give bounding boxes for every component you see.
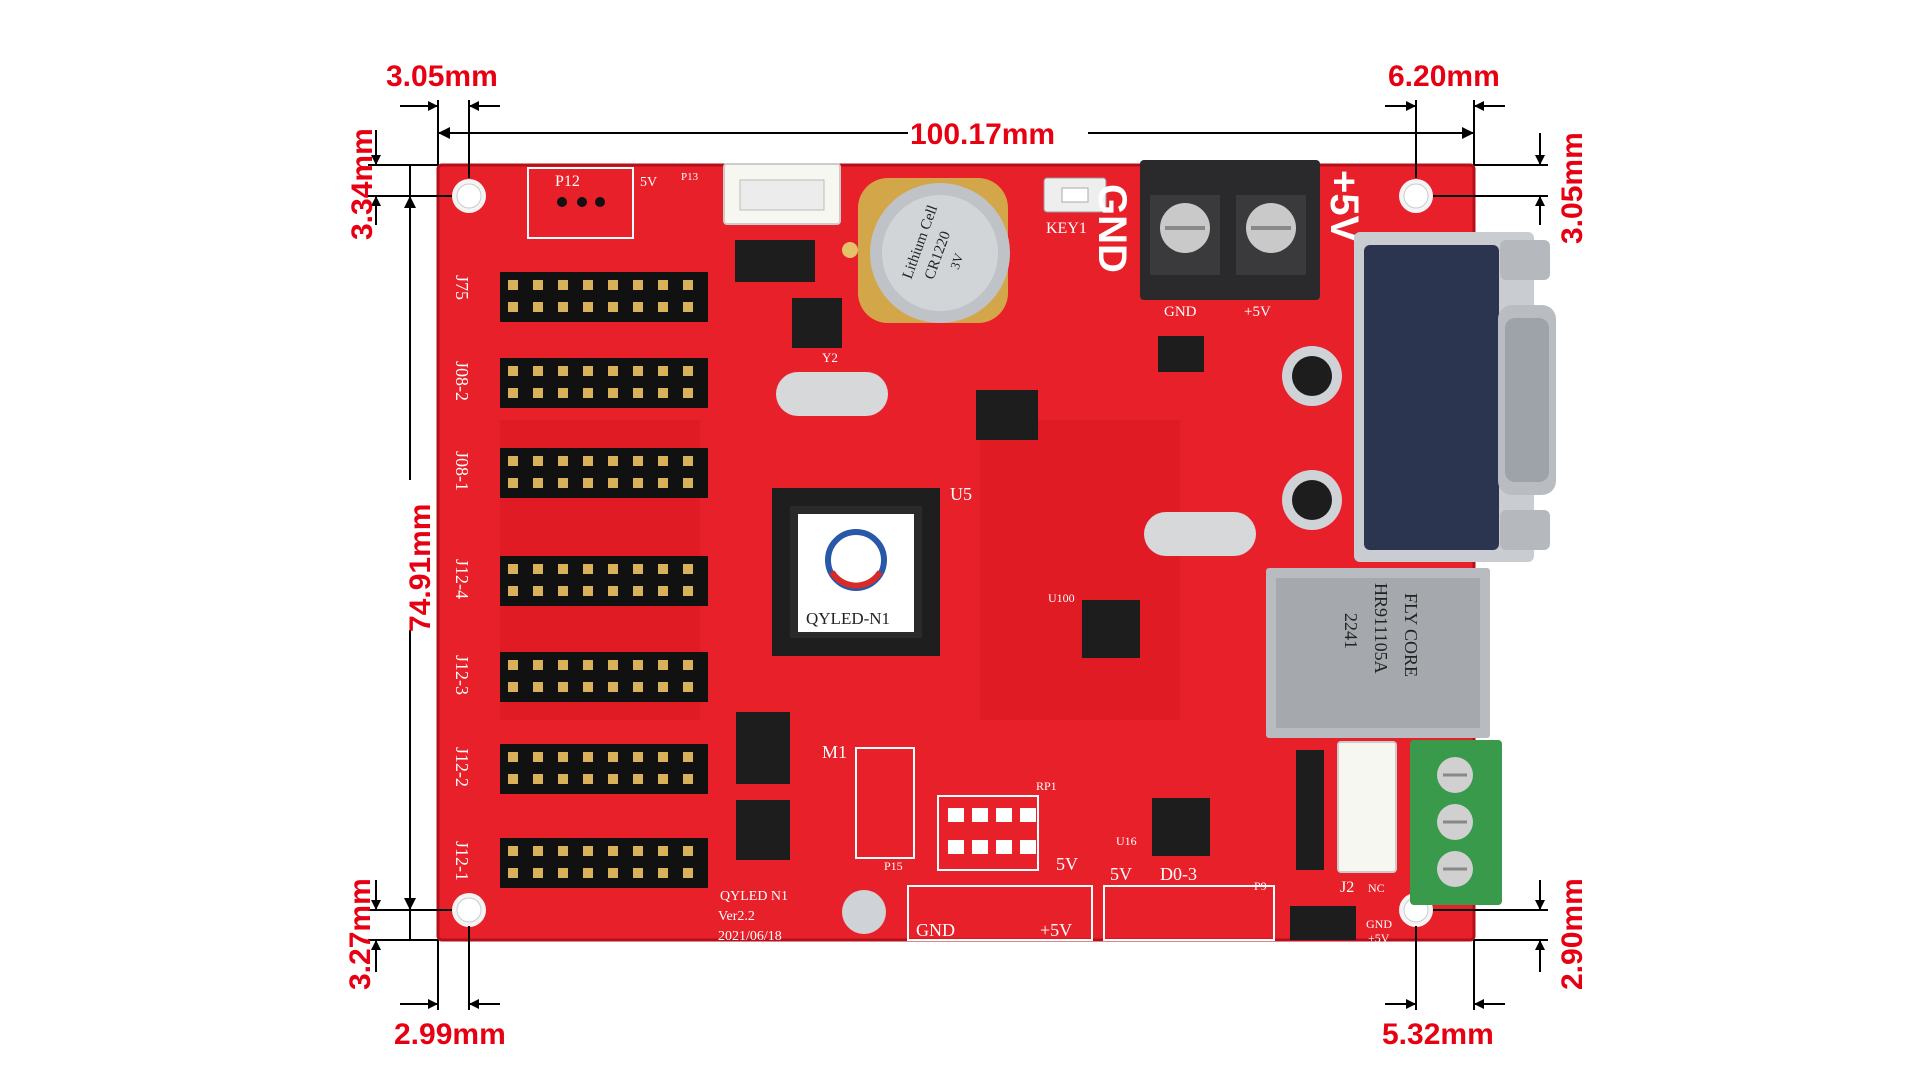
mounting-hole-top-left xyxy=(452,179,486,213)
bottom-header-left xyxy=(907,885,1093,941)
dim-right-top-y: 3.05mm xyxy=(1556,132,1589,244)
green-terminal-block xyxy=(1410,740,1502,905)
rj45-line2: HR911105A xyxy=(1371,583,1391,674)
crystal-y2: Y2 xyxy=(776,350,888,416)
dim-left-top-y: 3.34mm xyxy=(346,128,379,240)
rj45-line1: FLY CORE xyxy=(1401,593,1421,677)
header-label: J12-4 xyxy=(452,559,472,599)
ic-m1 xyxy=(736,712,790,784)
dimension-arrows xyxy=(371,101,1545,1009)
diode-bottom xyxy=(1290,906,1356,940)
u16-label: U16 xyxy=(1116,834,1137,848)
gnd-big-label: GND xyxy=(1090,184,1134,273)
plus5v-bottom-label: +5V xyxy=(1040,920,1072,940)
m1-label: M1 xyxy=(822,742,847,762)
gnd-small-label: GND xyxy=(1366,917,1392,931)
header-j75: J75 xyxy=(452,272,708,322)
pcb-board: P12 5V P13 Lithium Cell CR1220 3V KEY1 xyxy=(436,160,1556,945)
j2-label: J2 xyxy=(1340,879,1354,896)
mcu-model-label: QYLED-N1 xyxy=(806,609,890,628)
j2-connector: J2 NC GND +5V xyxy=(1337,741,1397,945)
ic-u7 xyxy=(736,800,790,860)
silk-model-label: QYLED N1 xyxy=(720,889,788,904)
gnd-bottom-label: GND xyxy=(916,920,955,940)
db9-connector xyxy=(1354,232,1556,562)
p9-label: P9 xyxy=(1254,879,1267,893)
diode-d8 xyxy=(1296,750,1324,870)
header-label: J12-3 xyxy=(452,655,472,695)
header-j12-4: J12-4 xyxy=(452,556,708,606)
header-j12-2: J12-2 xyxy=(452,744,708,794)
key1-button: KEY1 xyxy=(1043,177,1107,237)
terminal-5v-label: +5V xyxy=(1244,304,1271,320)
header-label: J12-1 xyxy=(452,841,472,881)
silk-date-label: 2021/06/18 xyxy=(718,929,782,944)
rj45-line3: 2241 xyxy=(1341,613,1361,649)
dim-board-height: 74.91mm xyxy=(404,504,437,632)
mounting-hole-top-right xyxy=(1399,179,1433,213)
ic-u14 xyxy=(792,298,842,348)
power-terminal-block: GND +5V xyxy=(1140,160,1320,320)
dim-bottom-right-x: 5.32mm xyxy=(1382,1018,1494,1051)
coin-battery: Lithium Cell CR1220 3V xyxy=(842,178,1010,323)
header-j12-1: J12-1 xyxy=(452,838,708,888)
header-label: J08-2 xyxy=(452,361,472,401)
capacitor-c4 xyxy=(1282,470,1342,530)
y2-label: Y2 xyxy=(822,350,838,365)
capacitor-c8 xyxy=(1282,346,1342,406)
dim-top-left-x: 3.05mm xyxy=(386,60,498,93)
led-array-box xyxy=(937,795,1039,871)
u5-label: U5 xyxy=(950,484,972,504)
dim-top-right-x: 6.20mm xyxy=(1388,60,1500,93)
dim-top-width: 100.17mm xyxy=(910,118,1055,151)
key1-label: KEY1 xyxy=(1046,220,1087,237)
bottom-header-right xyxy=(1103,885,1275,941)
plus5v-big-label: +5V xyxy=(1322,170,1366,243)
header-label: J12-2 xyxy=(452,747,472,787)
nc-label: NC xyxy=(1368,881,1385,895)
dim-left-bottom-y: 3.27mm xyxy=(344,878,377,990)
p13-connector: P13 xyxy=(681,163,841,225)
rj45-connector: FLY CORE HR911105A 2241 xyxy=(1266,568,1490,738)
header-label: J75 xyxy=(452,275,472,300)
header-label: J08-1 xyxy=(452,451,472,491)
d0-3-label: D0-3 xyxy=(1160,864,1197,884)
battery-line3: 3V xyxy=(947,251,967,272)
dim-right-bottom-y: 2.90mm xyxy=(1556,878,1589,990)
header-j08-2: J08-2 xyxy=(452,358,708,408)
ic-u1 xyxy=(976,390,1038,440)
u100-label: U100 xyxy=(1048,591,1075,605)
dim-bottom-left-x: 2.99mm xyxy=(394,1018,506,1051)
fivev-bottom-label: 5V xyxy=(1056,854,1078,874)
plus5v-small-label: +5V xyxy=(1368,931,1390,945)
rp1-label: RP1 xyxy=(1036,779,1057,793)
buzzer xyxy=(842,890,886,934)
silk-version-label: Ver2.2 xyxy=(718,909,755,924)
regulator-u12 xyxy=(1158,336,1204,372)
main-mcu-chip: QYLED-N1 U5 xyxy=(772,484,972,656)
svg-text:5V: 5V xyxy=(640,175,657,190)
ic-p10 xyxy=(735,240,815,282)
p13-label: P13 xyxy=(681,171,699,183)
p12-label: P12 xyxy=(555,173,580,190)
header-j08-1: J08-1 xyxy=(452,448,708,498)
ic-u100 xyxy=(1082,600,1140,658)
p15-header xyxy=(855,747,915,859)
p15-label: P15 xyxy=(884,859,903,873)
mounting-hole-bottom-left xyxy=(452,893,486,927)
fivev-bottom2-label: 5V xyxy=(1110,864,1132,884)
terminal-gnd-label: GND xyxy=(1164,304,1197,320)
ic-u16 xyxy=(1152,798,1210,856)
crystal-2 xyxy=(1144,512,1256,556)
header-j12-3: J12-3 xyxy=(452,652,708,702)
